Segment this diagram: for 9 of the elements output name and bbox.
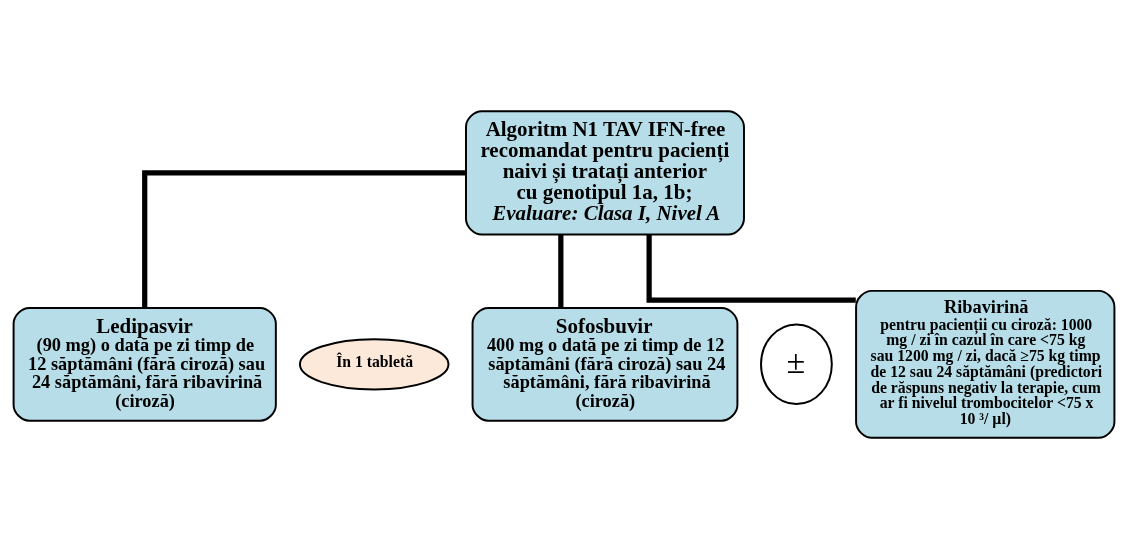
node-ellipse: ± [760, 323, 833, 405]
node-box: Algoritm N1 TAV IFN-free recomandat pentru pacienți naivi și tratați anterior cu genotipul 1a, 1b; Evaluare: Clasa I, Nivel A [465, 109, 745, 235]
connector [646, 234, 856, 303]
node-box: Ribavirină pentru pacienții cu ciroză: 1000 mg / zi în cazul în care <75 kg sau 1200 mg / zi, dacă ≥75 kg timp de 12 sau 24 săptămâni (predictori de răspuns negativ la terapie, cum ar fi nivelul trombocitelor <75 x 10 ³/ µl) [855, 289, 1116, 439]
node-box: Ledipasvir (90 mg) o dată pe zi timp de 12 săptămâni (fără ciroză) sau 24 săptămâni, fără ribavirină (ciroză) [12, 306, 277, 422]
node-ellipse: În 1 tabletă [298, 337, 450, 390]
connector [142, 169, 466, 308]
connector [558, 234, 564, 308]
node-box: Sofosbuvir 400 mg o dată pe zi timp de 12 săptămâni (fără ciroză) sau 24 săptămâni, fără ribavirină (ciroză) [471, 306, 739, 422]
